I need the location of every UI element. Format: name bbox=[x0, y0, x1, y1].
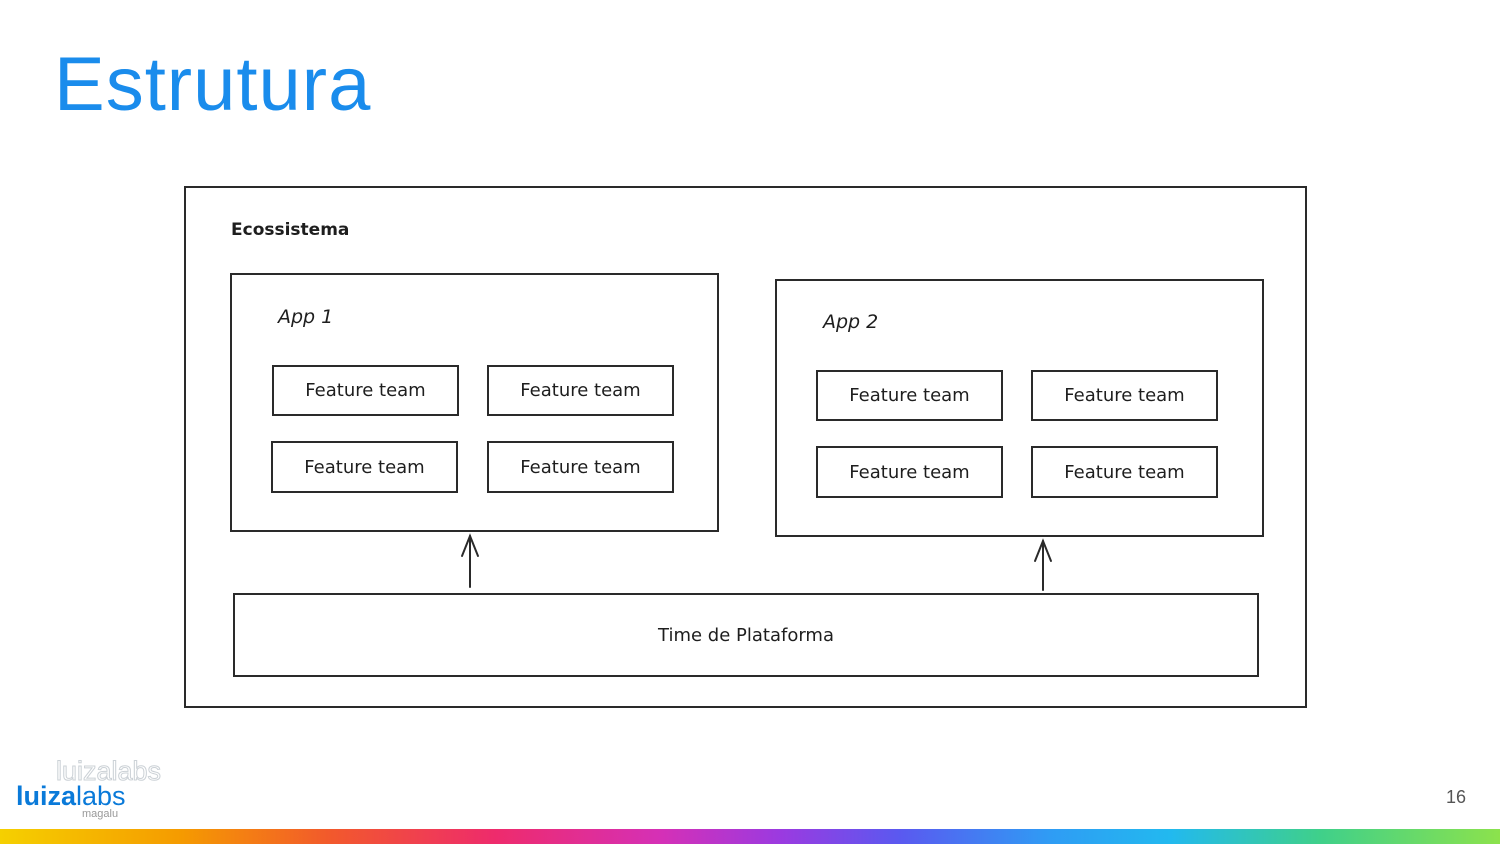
logo-bold-text: luiza bbox=[16, 781, 77, 811]
app-1-feature-team: Feature team bbox=[272, 365, 459, 416]
app-2-label: App 2 bbox=[823, 311, 879, 333]
slide-title: Estrutura bbox=[54, 42, 372, 127]
luizalabs-logo: luizalabs luizalabs magalu bbox=[16, 752, 196, 824]
logo-ghost-text: luizalabs bbox=[55, 756, 162, 787]
logo-wordmark: luizalabs bbox=[16, 782, 126, 810]
app-1-label: App 1 bbox=[278, 306, 334, 328]
platform-team-box: Time de Plataforma bbox=[233, 593, 1259, 677]
arrow-head-app-2 bbox=[1034, 538, 1052, 562]
logo-light-text: labs bbox=[76, 781, 126, 811]
app-2-feature-team: Feature team bbox=[1031, 370, 1218, 421]
platform-team-label: Time de Plataforma bbox=[658, 624, 834, 646]
app-2-feature-team: Feature team bbox=[816, 370, 1003, 421]
app-1-feature-team: Feature team bbox=[487, 365, 674, 416]
app-1-feature-team: Feature team bbox=[271, 441, 458, 493]
page-number: 16 bbox=[1445, 787, 1466, 807]
ecosystem-label: Ecossistema bbox=[231, 220, 350, 240]
app-2-feature-team: Feature team bbox=[816, 446, 1003, 498]
app-2-feature-team: Feature team bbox=[1031, 446, 1218, 498]
logo-sub-text: magalu bbox=[82, 808, 119, 820]
app-1-feature-team: Feature team bbox=[487, 441, 674, 493]
arrow-head-app-1 bbox=[461, 533, 479, 557]
rainbow-footer-bar bbox=[0, 829, 1500, 844]
